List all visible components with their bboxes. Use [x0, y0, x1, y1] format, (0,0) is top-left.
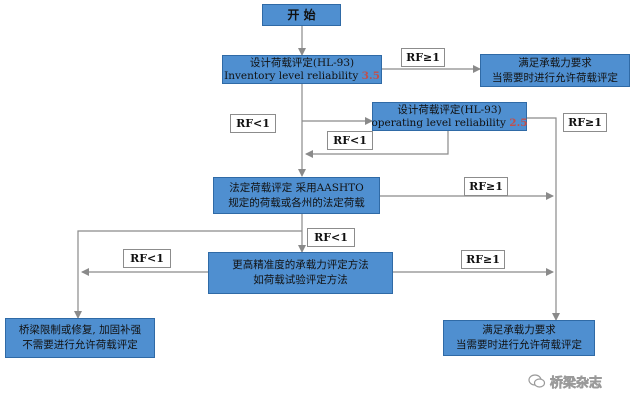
label-rf-lt-1-c: RF<1 [307, 228, 355, 247]
arrow-operating-back [305, 130, 449, 158]
watermark: 桥梁杂志 [528, 370, 636, 392]
label-rf-ge-1-top: RF≥1 [401, 48, 445, 67]
start-node: 开 始 [262, 4, 341, 26]
design-operating-node: 设计荷载评定(HL-93) operating level reliabilit… [371, 102, 528, 131]
restrict-line2: 不需要进行允许荷载评定 [22, 339, 138, 351]
restrict-line1: 桥梁限制或修复, 加固补强 [18, 324, 142, 336]
label-rf-ge-1-refined: RF≥1 [461, 250, 505, 269]
restrict-node: 桥梁限制或修复, 加固补强 不需要进行允许荷载评定 [5, 318, 155, 358]
wechat-icon [528, 374, 546, 388]
label-rf-lt-1-a: RF<1 [230, 114, 276, 133]
label-rf-lt-1-b: RF<1 [327, 131, 373, 150]
refined-method-line2: 如荷载试验评定方法 [253, 274, 348, 286]
label-rf-lt-1-d: RF<1 [123, 249, 171, 268]
arrow-legal-to-restrict [74, 230, 302, 319]
label-rf-ge-1-right: RF≥1 [563, 113, 607, 132]
legal-load-node: 法定荷载评定 采用AASHTO 规定的荷载或各州的法定荷载 [213, 177, 380, 214]
satisfied-bottom-node: 满足承载力要求 当需要时进行允许荷载评定 [443, 320, 595, 356]
label-rf-ge-1-legal: RF≥1 [464, 177, 508, 196]
arrow-operating-to-satisfied-bottom [527, 117, 560, 321]
satisfied-top-node: 满足承载力要求 当需要时进行允许荷载评定 [480, 54, 630, 87]
design-inventory-node: 设计荷载评定(HL-93) Inventory level reliabilit… [222, 55, 382, 84]
operating-reliability-value: 2.5 [509, 116, 528, 129]
inventory-reliability-value: 3.5 [361, 69, 380, 82]
inventory-level-text: Inventory level reliability [224, 69, 362, 82]
operating-level-text: operating level reliability [371, 116, 510, 129]
refined-method-line1: 更高精准度的承载力评定方法 [232, 259, 369, 271]
design-inventory-title: 设计荷载评定(HL-93) [249, 56, 355, 69]
satisfied-bottom-line2: 当需要时进行允许荷载评定 [456, 339, 582, 351]
satisfied-bottom-line1: 满足承载力要求 [482, 324, 556, 336]
watermark-text: 桥梁杂志 [550, 375, 603, 391]
satisfied-top-line1: 满足承载力要求 [518, 56, 592, 69]
satisfied-top-line2: 当需要时进行允许荷载评定 [492, 71, 618, 84]
design-operating-title: 设计荷载评定(HL-93) [397, 103, 502, 116]
refined-method-node: 更高精准度的承载力评定方法 如荷载试验评定方法 [208, 252, 393, 294]
legal-load-line2: 规定的荷载或各州的法定荷载 [228, 196, 365, 209]
start-label: 开 始 [287, 7, 316, 22]
legal-load-line1: 法定荷载评定 采用AASHTO [229, 181, 364, 194]
design-inventory-subtitle: Inventory level reliability 3.5 [224, 70, 380, 83]
design-operating-subtitle: operating level reliability 2.5 [371, 117, 527, 130]
